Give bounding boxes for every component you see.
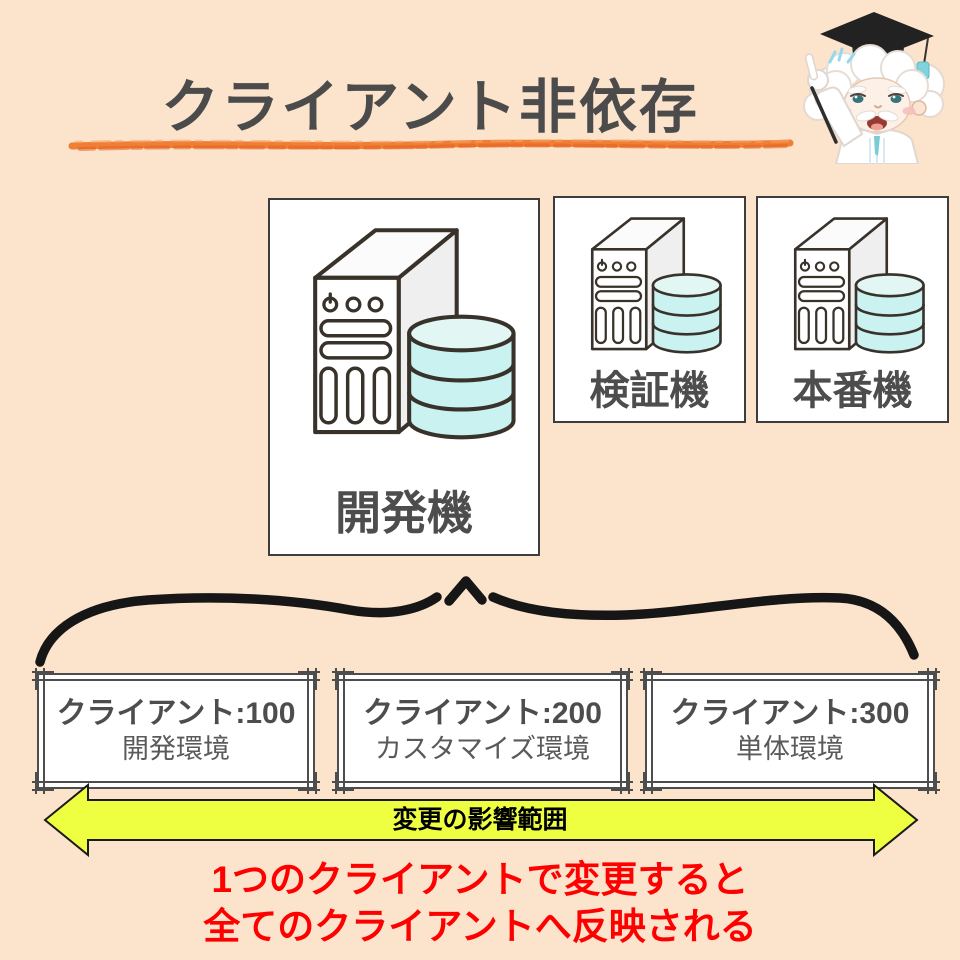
client-env-label: 開発環境 <box>122 734 230 764</box>
client-box-inner-frame <box>43 679 309 783</box>
client-box-300: クライアント:300 単体環境 <box>640 668 940 794</box>
page-title: クライアント非依存 <box>161 75 699 140</box>
machine-label-staging: 検証機 <box>589 369 710 413</box>
client-env-label: カスタマイズ環境 <box>374 734 591 764</box>
pointer-stick <box>810 86 838 144</box>
curly-brace-up <box>35 576 919 667</box>
machine-label-dev: 開発機 <box>335 487 473 539</box>
client-id-label: クライアント:100 <box>56 697 296 730</box>
caption-text: 1つのクライアントで変更すると 全てのクライアントへ反映される <box>0 856 960 950</box>
double-headed-arrow <box>43 782 919 858</box>
machine-card-production: 本番機 <box>756 196 949 423</box>
sparkle-lines <box>828 47 856 64</box>
client-id-label: クライアント:200 <box>363 697 602 730</box>
mustache <box>855 110 877 122</box>
server-database-icon <box>282 214 527 446</box>
graduation-cap-board <box>820 12 934 58</box>
server-database-icon <box>590 217 722 354</box>
client-id-label: クライアント:300 <box>670 697 910 730</box>
client-env-label: 単体環境 <box>736 734 844 764</box>
title-underline-decoration <box>68 139 794 151</box>
machine-label-production: 本番機 <box>792 369 913 413</box>
client-box-100: クライアント:100 開発環境 <box>32 668 320 794</box>
pointing-finger <box>804 53 819 81</box>
caption-line-1: 1つのクライアントで変更すると <box>211 859 749 900</box>
server-database-icon <box>793 217 925 354</box>
client-box-inner-frame <box>651 679 929 783</box>
tie <box>874 136 880 156</box>
caption-line-2: 全てのクライアントへ反映される <box>203 906 757 947</box>
professor-illustration <box>803 12 945 164</box>
machine-card-staging: 検証機 <box>553 196 746 423</box>
client-box-inner-frame <box>343 679 622 783</box>
impact-range-label: 変更の影響範囲 <box>392 806 568 834</box>
machine-card-dev: 開発機 <box>268 198 540 556</box>
client-box-200: クライアント:200 カスタマイズ環境 <box>332 668 633 794</box>
